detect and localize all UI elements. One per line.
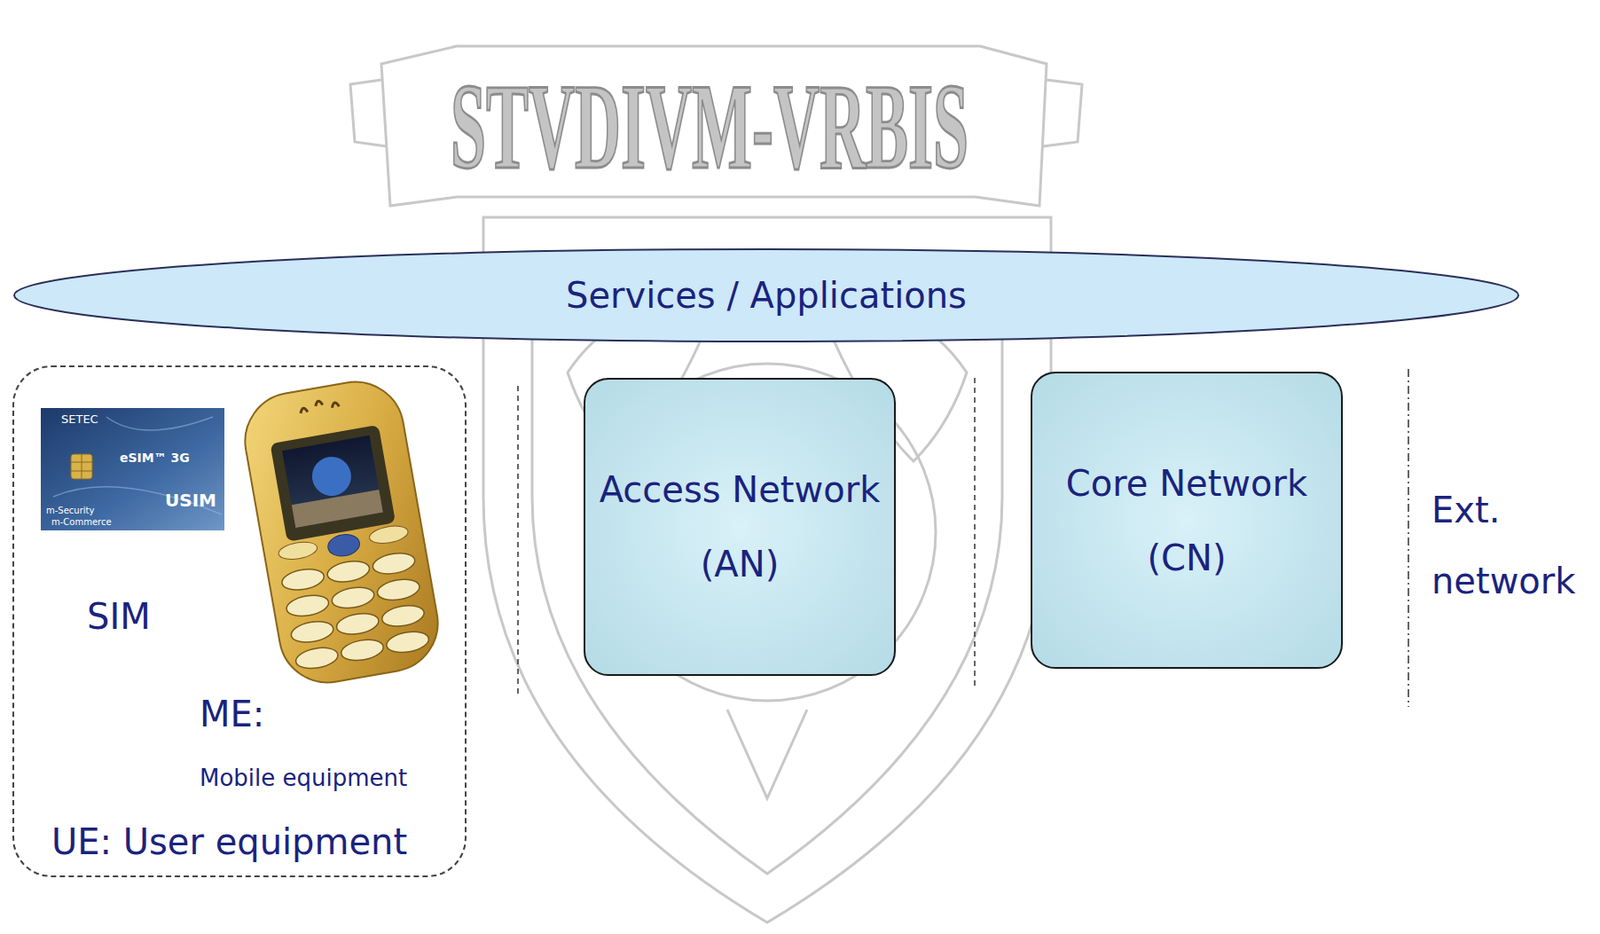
phone-keypad [380,602,426,629]
sim-card [40,407,225,531]
phone-keypad [376,576,422,604]
crest-watermark [350,46,1083,923]
card-print: SETEC [61,412,99,427]
sim-chip-contacts [70,454,93,479]
phone-keypad [289,618,335,645]
phone-screen-ground [291,489,384,528]
phone-keypad [280,549,431,672]
services-band: Services / Applications [12,247,1521,344]
band-ellipse [14,249,1519,342]
network-label: Ext. network [1431,474,1592,617]
divider-line [973,377,976,691]
phone-keypad [284,592,330,620]
phone-soft-key [277,539,319,562]
sim-chip [70,454,93,479]
divider-line [1407,368,1410,707]
watermark-text: STVDIVM-VRBIS [450,66,969,189]
part-label: SIM [86,598,151,635]
sim-card-picture [40,407,225,531]
phone-earpiece [298,397,339,413]
card-print: eSIM™ 3G [119,450,190,466]
node-label: Access Network (AN) [597,452,882,602]
node-label: Services / Applications [565,274,967,317]
user-equipment-group: UE: User equipment [12,365,467,878]
crest-tail [727,709,808,799]
network-box: Access Network (AN) [583,377,896,676]
phone-keypad [294,644,340,672]
phone-keypad [384,628,431,656]
part-label: Mobile equipment [199,764,408,792]
phone-keypad [339,636,385,664]
card-print: USIM [164,489,217,511]
phone-keypad [335,610,381,637]
divider-lines [517,368,1409,707]
card-print: m-Security [46,505,95,517]
node-label: UE: User equipment [51,820,408,863]
card-print: m-Commerce [51,517,112,528]
phone-keypad [280,565,326,593]
phone-body [237,374,447,691]
node-label: Core Network (CN) [1044,446,1329,596]
mobile-phone-picture [237,374,447,691]
phone-keypad [325,557,371,585]
crest-banner [381,46,1047,206]
divider-line [517,385,519,698]
network-box: Core Network (CN) [1030,371,1343,669]
sim-card-pattern [53,416,222,515]
phone-bezel [269,424,396,542]
phone-nav-key [326,532,362,559]
part-label: ME: [199,696,265,732]
phone-screen-earth [308,453,354,499]
phone-screen [282,435,384,528]
phone-soft-key [368,523,409,546]
crest-shield-inner [532,258,1003,874]
phone-keypad [329,584,376,612]
phone-keypad [370,549,416,577]
